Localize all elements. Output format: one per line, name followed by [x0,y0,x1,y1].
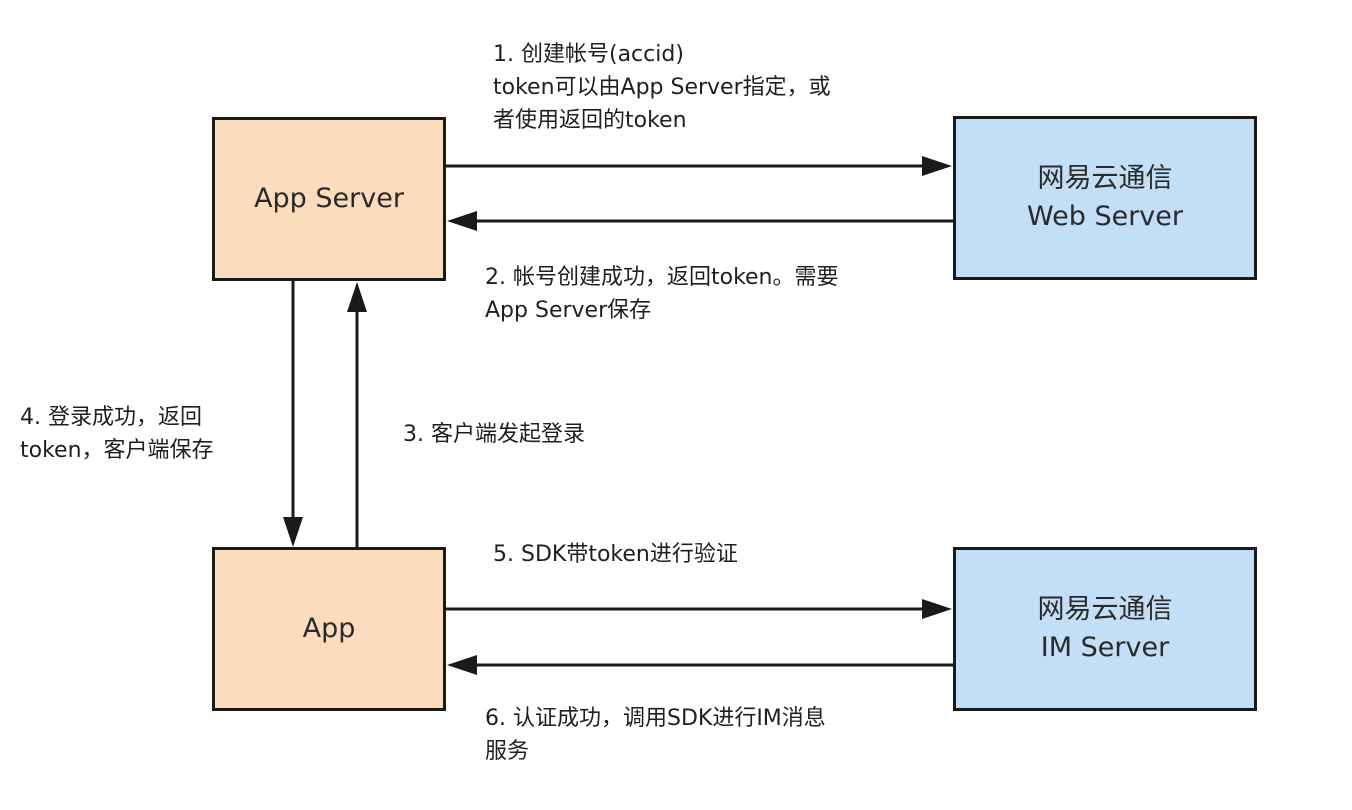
arrow-step5 [445,599,952,619]
step3-label: 3. 客户端发起登录 [403,418,585,451]
step1-line1: 1. 创建帐号(accid) [493,42,684,67]
arrow-step2 [447,211,953,231]
step5-line1: 5. SDK带token进行验证 [493,542,738,567]
step1-label: 1. 创建帐号(accid) token可以由App Server指定，或 者使… [493,38,831,137]
step2-line2: App Server保存 [485,298,652,323]
web-server-label-line2: Web Server [1027,201,1183,232]
step6-line1: 6. 认证成功，调用SDK进行IM消息 [485,706,826,731]
im-server-label-line2: IM Server [1040,632,1170,663]
im-server-label-line1: 网易云通信 [1037,594,1173,625]
app-server-node: App Server [212,117,446,281]
step6-line2: 服务 [485,739,530,764]
step3-line1: 3. 客户端发起登录 [403,422,585,447]
app-label: App [302,613,356,644]
arrow-step4 [283,280,303,547]
web-server-node: 网易云通信 Web Server [953,116,1257,280]
arrow-step6 [447,655,953,675]
arrow-step1 [445,156,952,176]
im-server-node: 网易云通信 IM Server [953,547,1257,711]
web-server-label-line1: 网易云通信 [1037,163,1173,194]
step2-label: 2. 帐号创建成功，返回token。需要 App Server保存 [485,261,839,327]
step6-label: 6. 认证成功，调用SDK进行IM消息 服务 [485,702,826,768]
step1-line2: token可以由App Server指定，或 [493,75,831,100]
step4-line2: token，客户端保存 [20,438,214,463]
step1-line3: 者使用返回的token [493,108,687,133]
step2-line1: 2. 帐号创建成功，返回token。需要 [485,265,839,290]
step5-label: 5. SDK带token进行验证 [493,538,738,571]
step4-line1: 4. 登录成功，返回 [20,405,202,430]
step4-label: 4. 登录成功，返回 token，客户端保存 [20,401,214,467]
app-node: App [212,547,446,711]
arrow-step3 [347,282,367,548]
app-server-label: App Server [254,183,404,214]
